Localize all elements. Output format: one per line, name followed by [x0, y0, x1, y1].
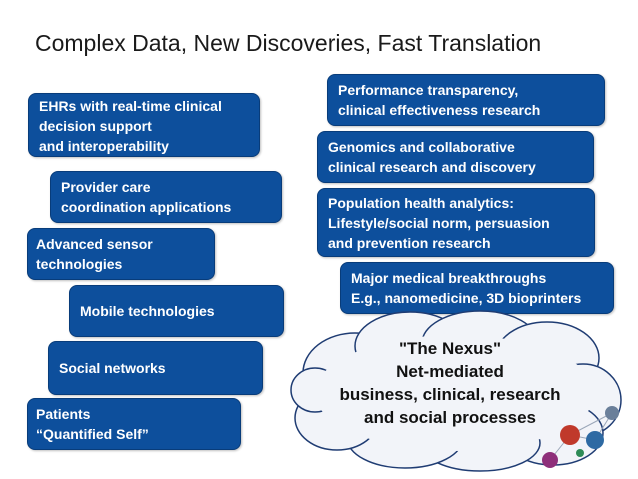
nexus-line: business, clinical, research	[300, 383, 600, 406]
box-line: Mobile technologies	[80, 301, 273, 321]
box-patients: Patients “Quantified Self”	[27, 398, 241, 450]
box-mobile: Mobile technologies	[69, 285, 284, 337]
box-line: Patients	[36, 404, 230, 424]
box-line: EHRs with real-time clinical	[39, 96, 249, 116]
nexus-line: Net-mediated	[300, 360, 600, 383]
box-line: clinical research and discovery	[328, 157, 583, 177]
box-line: Lifestyle/social norm, persuasion	[328, 213, 584, 233]
box-line: technologies	[36, 254, 204, 274]
nexus-text: "The Nexus" Net-mediated business, clini…	[300, 337, 600, 429]
box-line: “Quantified Self”	[36, 424, 230, 444]
box-provider-care: Provider care coordination applications	[50, 171, 282, 223]
box-line: Advanced sensor	[36, 234, 204, 254]
network-node	[542, 452, 558, 468]
box-advanced-sensor: Advanced sensor technologies	[27, 228, 215, 280]
nexus-line: "The Nexus"	[300, 337, 600, 360]
box-population-health: Population health analytics: Lifestyle/s…	[317, 188, 595, 257]
network-node	[576, 449, 584, 457]
box-line: Major medical breakthroughs	[351, 268, 603, 288]
box-line: E.g., nanomedicine, 3D bioprinters	[351, 288, 603, 308]
box-ehrs: EHRs with real-time clinical decision su…	[28, 93, 260, 157]
box-line: and prevention research	[328, 233, 584, 253]
box-line: Population health analytics:	[328, 193, 584, 213]
slide-title: Complex Data, New Discoveries, Fast Tran…	[35, 30, 541, 57]
box-line: Social networks	[59, 358, 252, 378]
box-line: decision support	[39, 116, 249, 136]
box-social-networks: Social networks	[48, 341, 263, 395]
box-genomics: Genomics and collaborative clinical rese…	[317, 131, 594, 183]
network-node	[605, 406, 619, 420]
box-line: Genomics and collaborative	[328, 137, 583, 157]
box-line: clinical effectiveness research	[338, 100, 594, 120]
box-line: coordination applications	[61, 197, 271, 217]
box-performance: Performance transparency, clinical effec…	[327, 74, 605, 126]
box-line: and interoperability	[39, 136, 249, 156]
box-breakthroughs: Major medical breakthroughs E.g., nanome…	[340, 262, 614, 314]
nexus-line: and social processes	[300, 406, 600, 429]
box-line: Performance transparency,	[338, 80, 594, 100]
network-node	[586, 431, 604, 449]
box-line: Provider care	[61, 177, 271, 197]
